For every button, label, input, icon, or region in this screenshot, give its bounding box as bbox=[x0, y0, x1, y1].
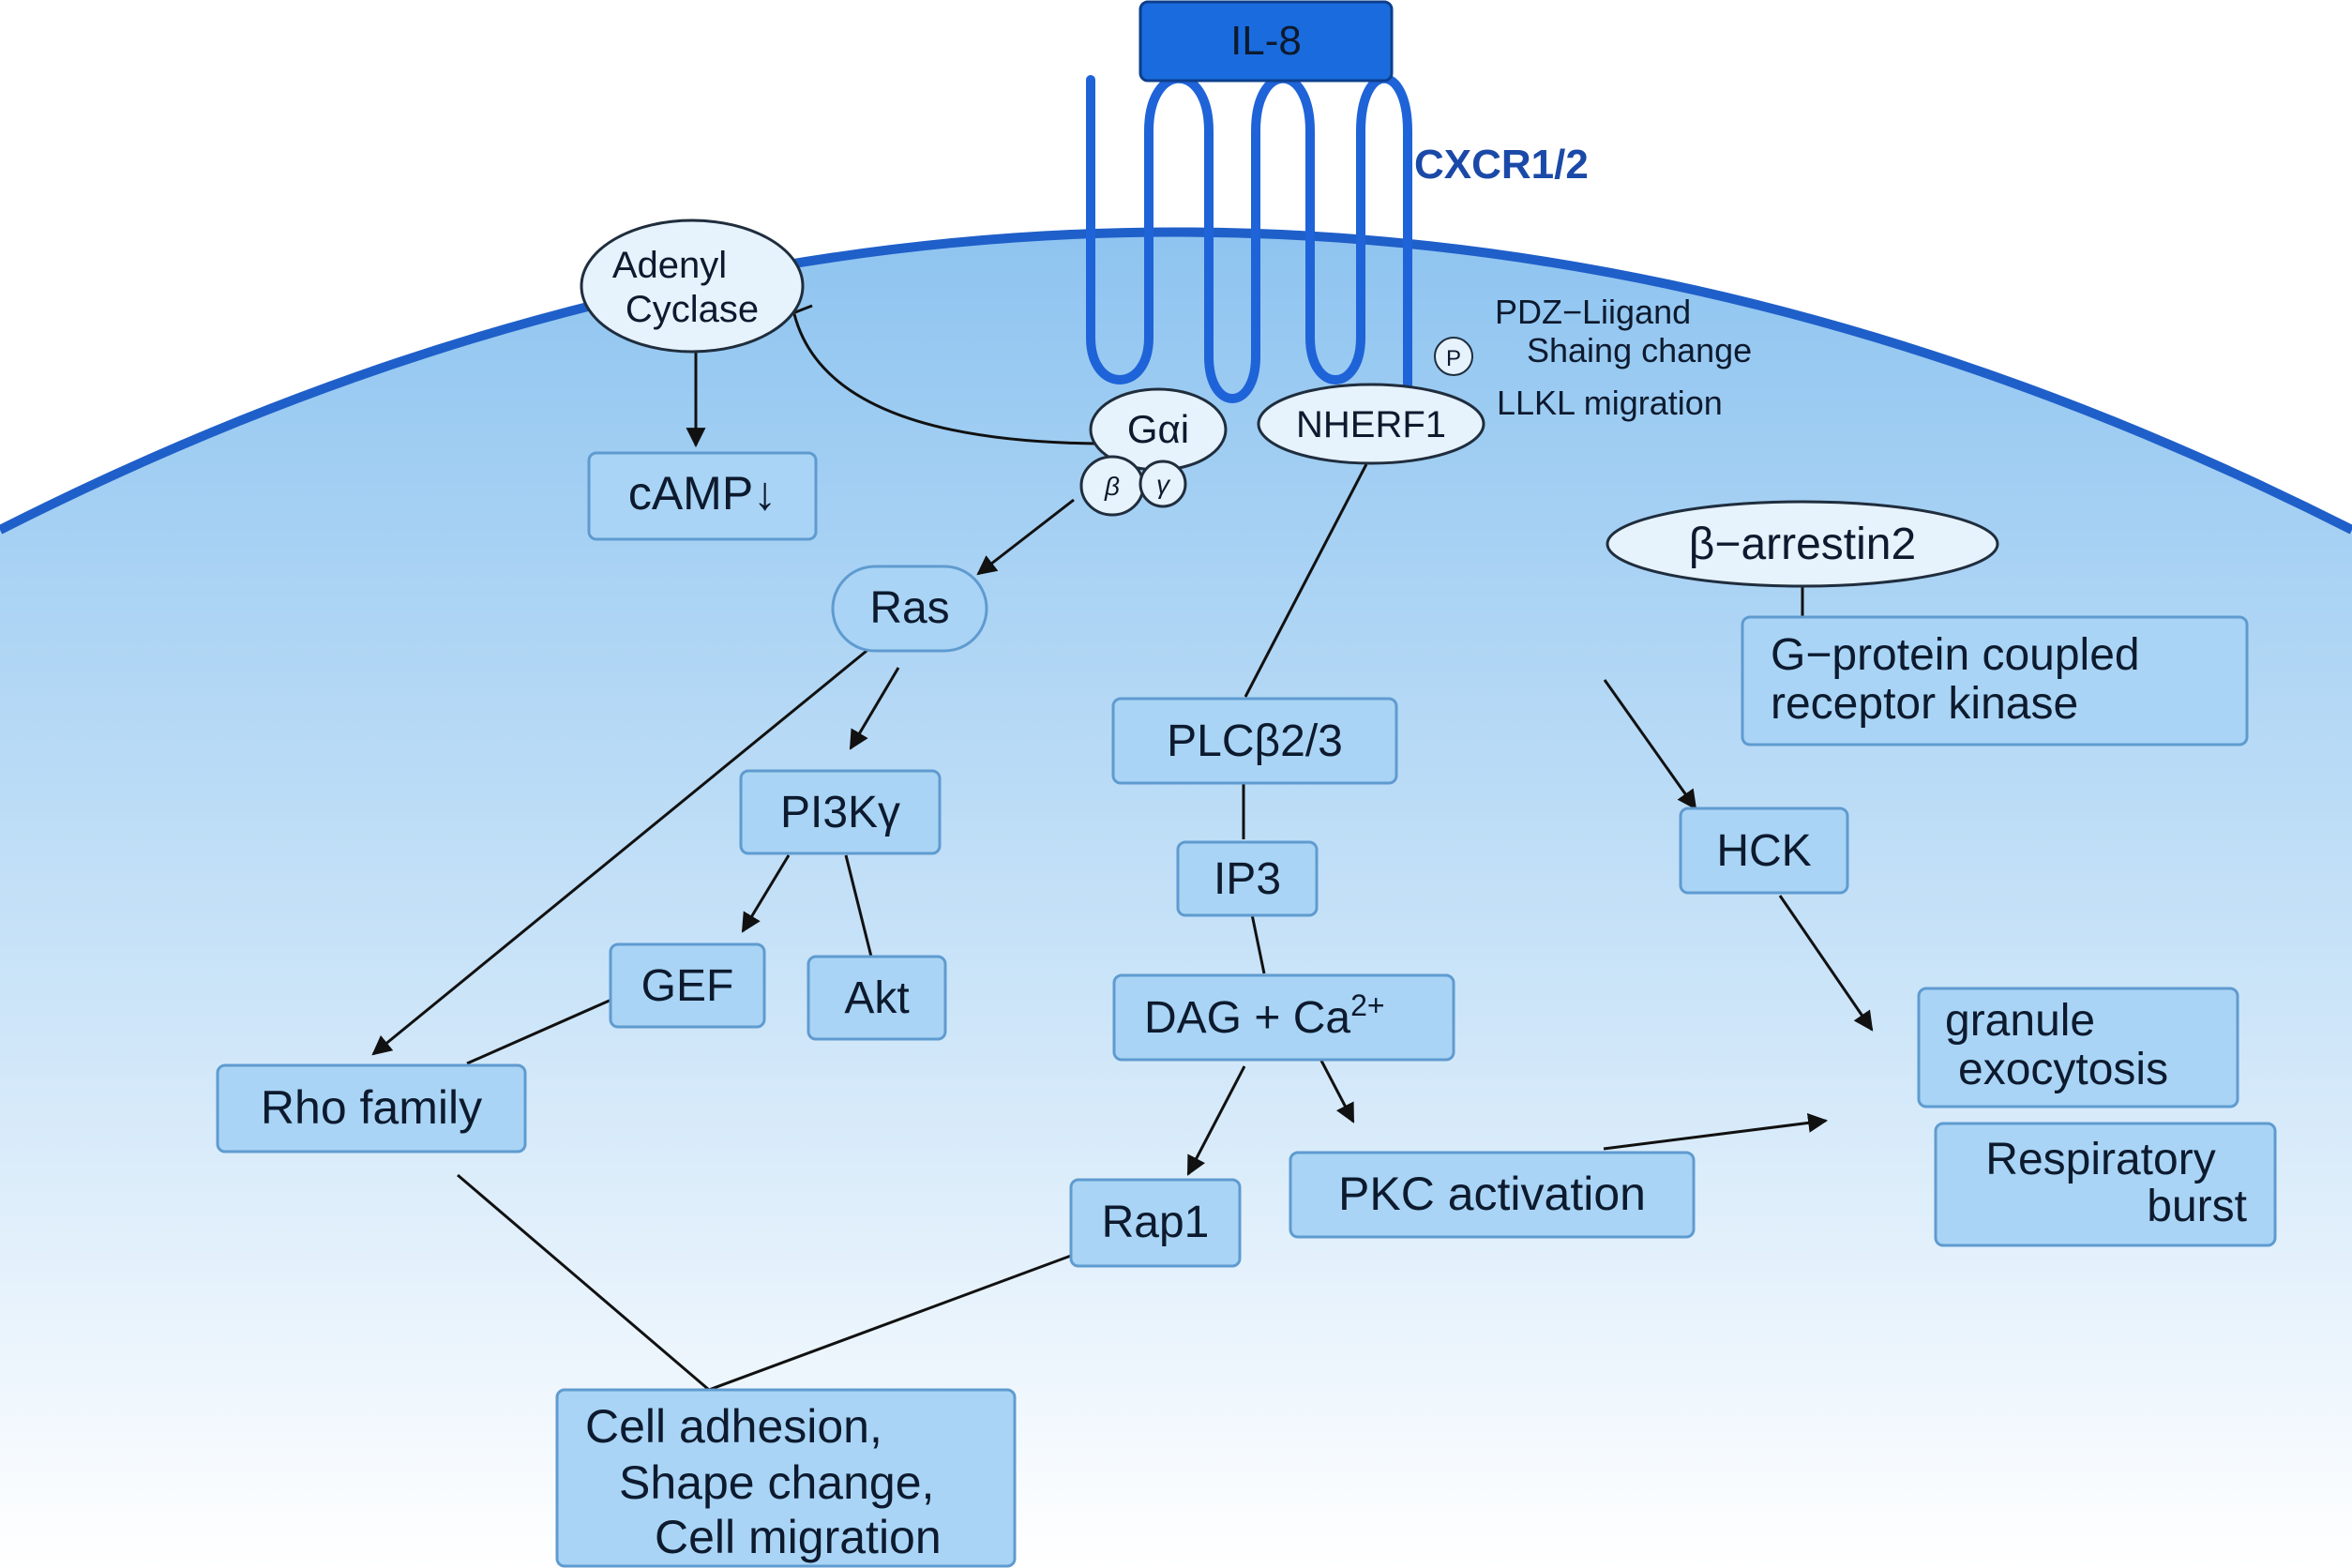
g-alpha-i-label: Gαi bbox=[1127, 407, 1189, 451]
edge-ras-to-pi3k bbox=[849, 667, 900, 750]
dag-ca-main: DAG + Ca bbox=[1144, 993, 1350, 1043]
adenyl-cyclase-label-1: Adenyl bbox=[612, 245, 727, 286]
adenyl-cyclase-label-2: Cyclase bbox=[626, 289, 759, 330]
pkc-activation-label: PKC activation bbox=[1338, 1168, 1646, 1220]
edge-dag-to-pkc bbox=[1319, 1060, 1355, 1123]
ras-label: Ras bbox=[869, 583, 949, 633]
cell-membrane bbox=[0, 227, 2352, 535]
ras-box bbox=[831, 565, 988, 653]
llkl-annotation: LLKL migration bbox=[1497, 384, 1723, 422]
respiratory-label-2: burst bbox=[2147, 1182, 2247, 1231]
pkc-activation-box bbox=[1289, 1151, 1696, 1239]
akt-box bbox=[807, 955, 947, 1041]
rap1-box bbox=[1069, 1178, 1242, 1268]
edge-ras-to-rho bbox=[371, 645, 872, 1056]
rho-family-label: Rho family bbox=[261, 1081, 482, 1134]
ip3-label: IP3 bbox=[1214, 854, 1281, 904]
cell-adhesion-label-3: Cell migration bbox=[655, 1511, 942, 1563]
pi3k-label: PI3Kγ bbox=[780, 788, 900, 837]
g-beta-label: β bbox=[1104, 472, 1120, 501]
ip3-box bbox=[1176, 840, 1319, 917]
phospho-label: P bbox=[1446, 346, 1461, 371]
pdz-annotation: PDZ−Liigand bbox=[1495, 293, 1691, 331]
akt-label: Akt bbox=[844, 973, 909, 1023]
edge-nherf-to-plc bbox=[1244, 463, 1368, 698]
hck-label: HCK bbox=[1716, 826, 1811, 876]
granule-exocytosis-box bbox=[1917, 987, 2239, 1108]
beta-arrestin2-node bbox=[1606, 500, 1999, 588]
g-gamma-label: γ bbox=[1156, 470, 1171, 499]
plc-label: PLCβ2/3 bbox=[1167, 716, 1343, 766]
edge-rho-to-cell bbox=[457, 1173, 710, 1392]
rap1-label: Rap1 bbox=[1102, 1198, 1210, 1247]
il8-ligand-box bbox=[1138, 0, 1394, 83]
grk-label-2: receptor kinase bbox=[1771, 679, 2078, 729]
edge-ip3-to-dag bbox=[1250, 913, 1266, 974]
g-gamma-node bbox=[1138, 460, 1187, 508]
granule-label-2: exocytosis bbox=[1958, 1045, 2168, 1094]
plc-box bbox=[1111, 697, 1398, 785]
edge-pkc-to-outputs bbox=[1603, 1112, 1829, 1151]
grk-box bbox=[1741, 615, 2249, 746]
edge-gef-to-rho bbox=[466, 998, 612, 1065]
shape-annotation: Shaing change bbox=[1527, 331, 1752, 369]
adenyl-cyclase-node bbox=[580, 219, 805, 354]
cell-adhesion-box bbox=[555, 1388, 1017, 1568]
edge-pi3k-to-akt bbox=[844, 854, 873, 957]
camp-box bbox=[587, 451, 818, 541]
edge-to-hck bbox=[1603, 679, 1697, 810]
dag-ca-superscript: 2+ bbox=[1350, 988, 1384, 1022]
edge-gbg-to-ras bbox=[976, 498, 1075, 576]
granule-label-1: granule bbox=[1945, 996, 2095, 1046]
camp-label: cAMP↓ bbox=[628, 467, 776, 520]
edge-rap1-to-cell bbox=[708, 1254, 1072, 1392]
nherf1-label: NHERF1 bbox=[1296, 404, 1446, 445]
dag-ca-box bbox=[1112, 973, 1455, 1062]
edge-hck-to-outputs bbox=[1778, 895, 1874, 1032]
beta-arrestin2-label: β−arrestin2 bbox=[1689, 520, 1916, 569]
respiratory-burst-box bbox=[1934, 1122, 2277, 1247]
edge-dag-to-rap1 bbox=[1186, 1065, 1246, 1176]
respiratory-label-1: Respiratory bbox=[1985, 1135, 2215, 1184]
edge-pi3k-to-gef bbox=[741, 854, 791, 933]
dag-ca-label: DAG + Ca2+ bbox=[1144, 988, 1385, 1043]
phospho-circle bbox=[1434, 337, 1473, 376]
nherf1-node bbox=[1257, 383, 1485, 465]
hck-box bbox=[1679, 807, 1849, 895]
gef-box bbox=[609, 942, 766, 1029]
edge-gai-inhibits-ac bbox=[792, 313, 1098, 445]
il8-ligand-label: IL-8 bbox=[1230, 18, 1302, 64]
gef-label: GEF bbox=[641, 961, 734, 1011]
cell-adhesion-label-2: Shape change, bbox=[619, 1456, 934, 1509]
cxcr-receptor bbox=[1086, 74, 1412, 403]
pi3k-box bbox=[739, 769, 942, 855]
cell-adhesion-label-1: Cell adhesion, bbox=[585, 1400, 882, 1453]
grk-label-1: G−protein coupled bbox=[1771, 630, 2140, 680]
rho-family-box bbox=[216, 1063, 527, 1153]
receptor-label: CXCR1/2 bbox=[1414, 142, 1589, 188]
